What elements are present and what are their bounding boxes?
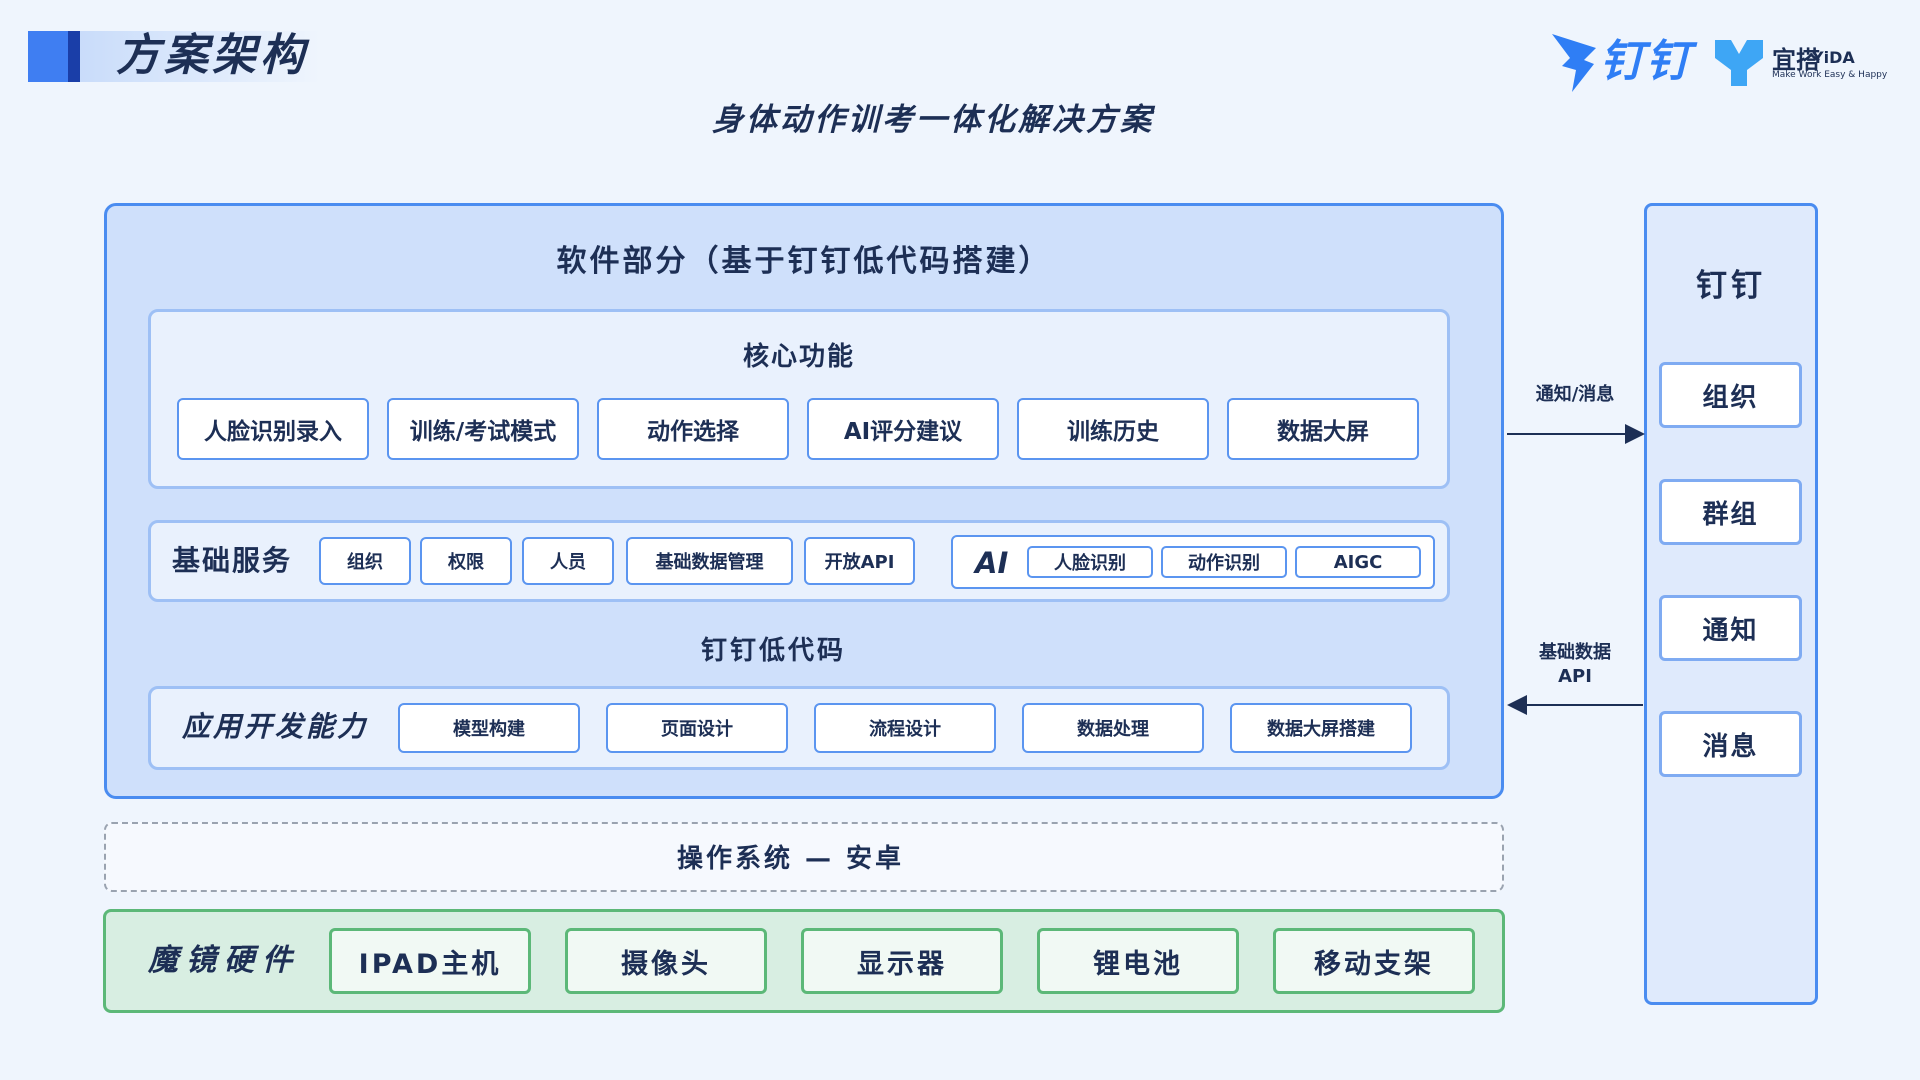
page-title: 身体动作训考一体化解决方案 — [712, 102, 1154, 138]
os-label: 操作系统 — 安卓 — [676, 844, 905, 874]
core-item-train-history: 训练历史 — [1017, 398, 1209, 460]
dingtalk-item-message: 消息 — [1659, 711, 1802, 777]
app-item-page-design: 页面设计 — [606, 703, 788, 753]
app-item-model-build: 模型构建 — [398, 703, 580, 753]
dingtalk-logo-icon — [1552, 34, 1596, 92]
app-dev-label: 应用开发能力 — [182, 710, 369, 743]
ai-item-face-recognition: 人脸识别 — [1027, 546, 1153, 578]
base-item-open-api: 开放API — [804, 537, 915, 585]
base-item-data-mgmt: 基础数据管理 — [626, 537, 793, 585]
dingtalk-item-notify: 通知 — [1659, 595, 1802, 661]
base-services-label: 基础服务 — [172, 544, 293, 577]
core-item-face-entry: 人脸识别录入 — [177, 398, 369, 460]
core-item-ai-score: AI评分建议 — [807, 398, 999, 460]
dingtalk-title: 钉钉 — [1696, 268, 1766, 304]
arrow-label-notify-message: 通知/消息 — [1535, 384, 1615, 405]
hardware-item-display: 显示器 — [801, 928, 1003, 994]
core-item-action-select: 动作选择 — [597, 398, 789, 460]
software-title: 软件部分（基于钉钉低代码搭建） — [556, 244, 1052, 279]
yida-slogan: Make Work Easy & Happy — [1772, 70, 1888, 80]
yida-logo-text-en: YiDA — [1812, 48, 1855, 67]
core-item-data-screen: 数据大屏 — [1227, 398, 1419, 460]
hardware-item-stand: 移动支架 — [1273, 928, 1475, 994]
base-item-org: 组织 — [319, 537, 411, 585]
hardware-item-ipad: IPAD主机 — [329, 928, 531, 994]
header-accent-fade — [80, 31, 320, 82]
app-item-flow-design: 流程设计 — [814, 703, 996, 753]
app-item-data-process: 数据处理 — [1022, 703, 1204, 753]
yida-logo-icon — [1715, 40, 1763, 86]
os-layer — [104, 822, 1504, 892]
base-item-permission: 权限 — [420, 537, 512, 585]
dingtalk-item-group: 群组 — [1659, 479, 1802, 545]
header-accent-bar-dark — [68, 31, 80, 82]
header-accent-bar — [28, 31, 68, 82]
app-item-data-screen-build: 数据大屏搭建 — [1230, 703, 1412, 753]
arrow-label-base-data: 基础数据 — [1539, 642, 1611, 663]
arrow-label-api: API — [1558, 666, 1592, 687]
hardware-item-camera: 摄像头 — [565, 928, 767, 994]
hardware-item-battery: 锂电池 — [1037, 928, 1239, 994]
yida-logo-text: 宜搭 — [1772, 46, 1820, 74]
hardware-label: 魔镜硬件 — [148, 943, 300, 978]
section-title: 方案架构 — [116, 30, 308, 81]
core-item-train-exam-mode: 训练/考试模式 — [387, 398, 579, 460]
dingtalk-item-org: 组织 — [1659, 362, 1802, 428]
connector-arrows — [1507, 424, 1645, 715]
ai-item-aigc: AIGC — [1295, 546, 1421, 578]
ai-label: AI — [975, 546, 1009, 580]
dingtalk-logo-text: 钉钉 — [1600, 36, 1692, 87]
ai-item-action-recognition: 动作识别 — [1161, 546, 1287, 578]
base-item-people: 人员 — [522, 537, 614, 585]
core-functions-title: 核心功能 — [742, 342, 855, 372]
lowcode-title: 钉钉低代码 — [700, 636, 846, 666]
